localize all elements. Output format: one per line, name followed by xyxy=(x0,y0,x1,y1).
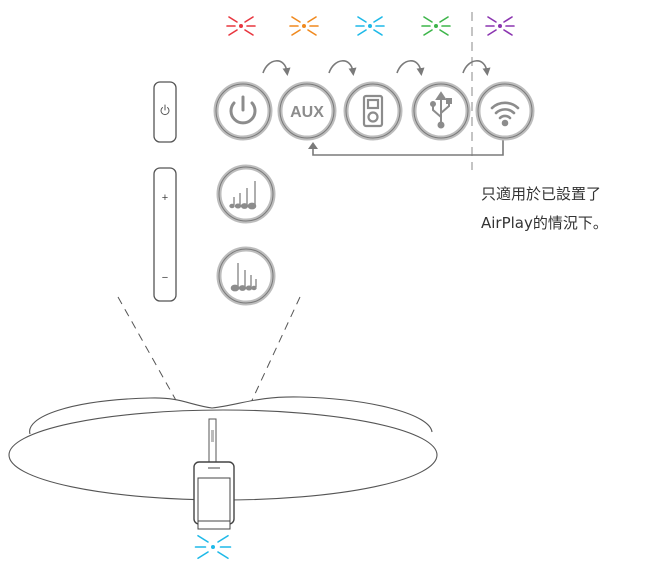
arrow-wifi-back-to-aux xyxy=(312,139,504,156)
indicator-light-green xyxy=(421,16,451,36)
power-icon xyxy=(160,104,170,116)
indicator-light-purple xyxy=(485,16,515,36)
airplay-note-line-2: AirPlay的情況下。 xyxy=(481,214,608,232)
power-icon xyxy=(229,95,257,125)
aux-label: AUX xyxy=(290,104,324,121)
airplay-note-line-1: 只適用於已設置了 xyxy=(481,185,602,203)
volume-plus-key[interactable]: + xyxy=(162,192,168,204)
volume-down-icon xyxy=(230,263,257,292)
source-power-button[interactable] xyxy=(213,81,273,141)
arrow-usb-to-wifi xyxy=(462,60,491,76)
dock-indicator-light xyxy=(194,534,232,560)
source-ipod-button[interactable] xyxy=(343,81,403,141)
cycle-arrows xyxy=(262,60,504,156)
arrow-ipod-to-usb xyxy=(396,60,425,76)
docked-device xyxy=(193,461,235,530)
arrow-aux-to-ipod xyxy=(328,60,357,76)
side-power-key[interactable] xyxy=(153,81,177,143)
indicator-light-red xyxy=(226,16,256,36)
speaker-body xyxy=(8,396,438,501)
wifi-icon xyxy=(490,101,520,127)
ipod-icon xyxy=(362,94,384,128)
source-usb-button[interactable] xyxy=(411,81,471,141)
arrow-power-to-aux xyxy=(262,60,291,76)
volume-down-indicator xyxy=(216,246,276,306)
volume-minus-key[interactable]: − xyxy=(162,272,168,284)
usb-icon xyxy=(430,91,452,129)
source-aux-button[interactable]: AUX xyxy=(277,81,337,141)
volume-up-indicator xyxy=(216,164,276,224)
indicator-light-orange xyxy=(289,16,319,36)
indicator-light-cyan xyxy=(355,16,385,36)
source-wifi-button[interactable] xyxy=(475,81,535,141)
volume-up-icon xyxy=(229,181,257,210)
side-volume-rocker: + − xyxy=(153,167,177,302)
